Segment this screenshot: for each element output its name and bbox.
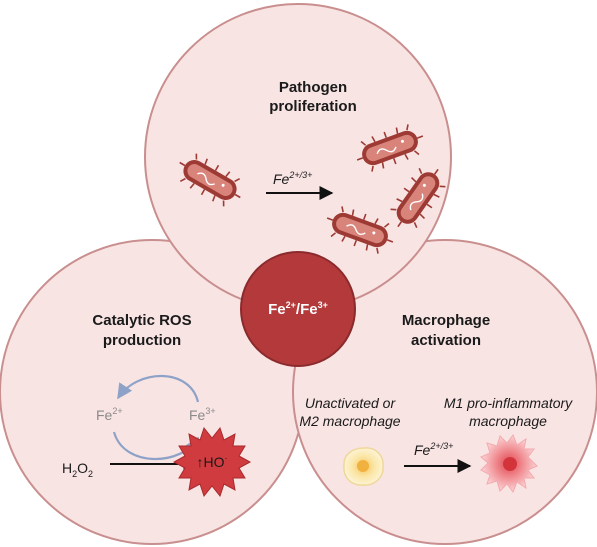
m1-line1: M1 pro-inflammatory (444, 395, 573, 411)
cycle-arrow-top (117, 374, 200, 403)
m1-line2: macrophage (469, 413, 547, 429)
bacterium-icon (356, 124, 424, 172)
center-iron: Fe2+/Fe3+ (240, 251, 356, 367)
top-title-line2: proliferation (269, 98, 357, 115)
fe2-label: Fe2+ (96, 406, 123, 423)
bacterium-icon (326, 206, 394, 254)
right-section: Macrophage activation Unactivated or M2 … (299, 312, 573, 494)
left-title-line2: production (103, 332, 181, 349)
left-title-line1: Catalytic ROS (92, 312, 191, 329)
h2o2-label: H2O2 (62, 460, 93, 479)
right-arrow-label: Fe2+/3+ (414, 441, 453, 458)
burst-label: ↑HO· (197, 453, 228, 470)
right-title-line1: Macrophage (402, 312, 490, 329)
top-title-line1: Pathogen (279, 79, 347, 96)
ros-burst-icon (172, 426, 252, 498)
left-section: Catalytic ROS production Fe2+ Fe3+ H2O2 … (62, 312, 252, 498)
fe3-label: Fe3+ (189, 406, 216, 423)
unactivated-line2: M2 macrophage (299, 413, 400, 429)
top-arrow-label: Fe2+/3+ (273, 170, 312, 187)
top-section: Pathogen proliferation Fe2+/3+ (179, 79, 446, 254)
m1-macrophage-icon (480, 433, 538, 494)
right-title-line2: activation (411, 332, 481, 349)
center-label: Fe2+/Fe3+ (268, 300, 328, 318)
unactivated-line1: Unactivated or (305, 395, 397, 411)
unactivated-macrophage-icon (343, 447, 384, 486)
bacterium-icon (390, 168, 446, 228)
bacterium-icon (179, 153, 241, 207)
